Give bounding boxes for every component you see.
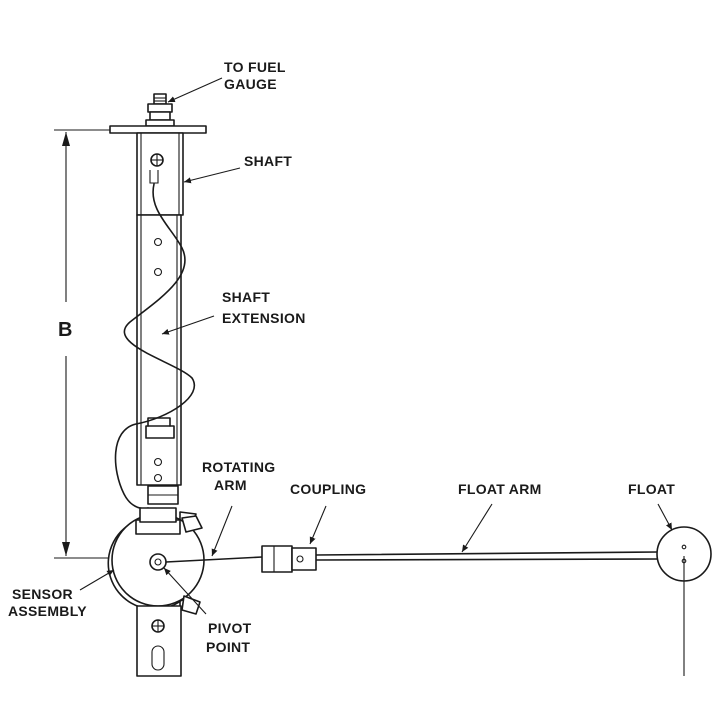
label-to-fuel-gauge-line1: TO FUEL	[224, 59, 286, 75]
gauge-terminal	[145, 93, 175, 127]
dimension-b	[54, 129, 128, 559]
shaft-tube	[136, 132, 184, 216]
label-rotating-arm-line1: ROTATING	[202, 459, 275, 475]
label-sensor-assembly-line1: SENSOR	[12, 586, 73, 602]
label-sensor-assembly-line2: ASSEMBLY	[8, 603, 87, 619]
lower-shaft	[136, 605, 182, 677]
label-coupling: COUPLING	[290, 481, 366, 497]
sensor-assembly	[107, 507, 205, 615]
label-shaft: SHAFT	[244, 153, 292, 169]
label-to-fuel-gauge-line2: GAUGE	[224, 76, 277, 92]
label-float-arm: FLOAT ARM	[458, 481, 542, 497]
shaft-extension-tube	[136, 214, 182, 486]
label-dimension-b: B	[58, 319, 73, 341]
sender-wire	[114, 183, 196, 510]
upper-screw-icon	[149, 153, 164, 184]
label-pivot-point-line2: POINT	[206, 639, 250, 655]
float-body	[656, 526, 712, 676]
mounting-flange	[109, 125, 207, 134]
label-float: FLOAT	[628, 481, 675, 497]
float-arm-rod	[165, 551, 659, 563]
label-pivot-point-line1: PIVOT	[208, 620, 252, 636]
label-shaft-extension-line2: EXTENSION	[222, 310, 306, 326]
label-rotating-arm-line2: ARM	[214, 477, 247, 493]
leader-lines	[79, 77, 673, 615]
label-shaft-extension-line1: SHAFT	[222, 289, 270, 305]
coupling-block	[261, 545, 317, 573]
